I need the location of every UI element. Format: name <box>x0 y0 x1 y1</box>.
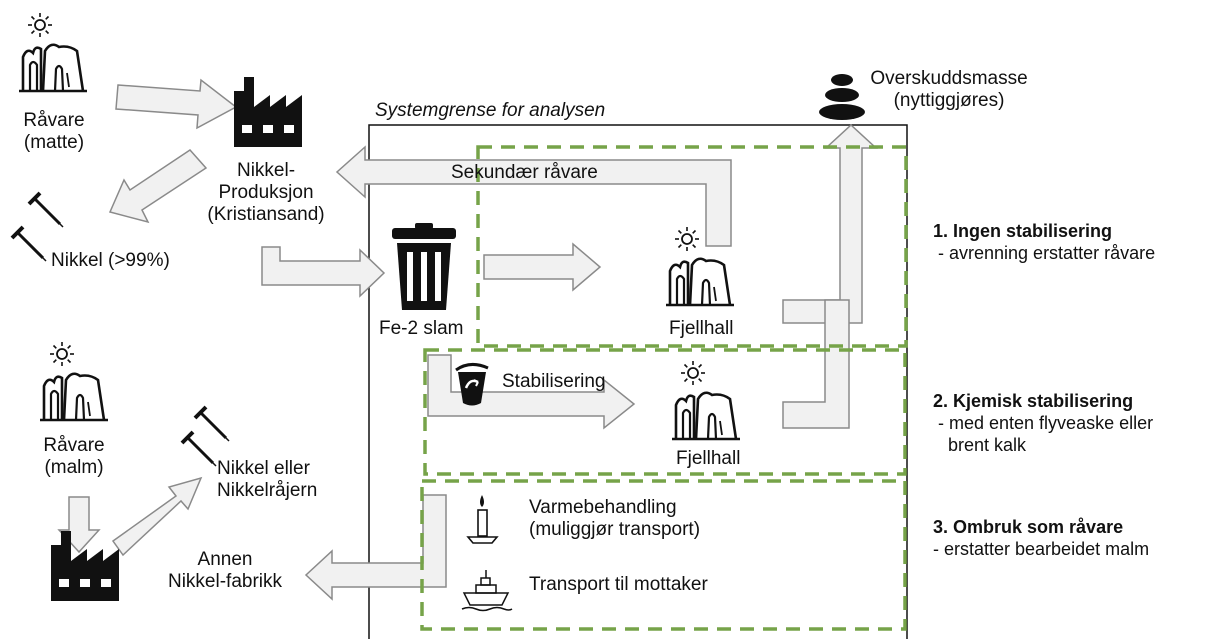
label-ravare-malm-line2: (malm) <box>44 457 104 478</box>
label-varmebehandling-line1: Varmebehandling <box>529 497 677 518</box>
label-ravare-malm-line1: Råvare <box>43 435 105 456</box>
rock-formation-icon <box>670 391 742 441</box>
scenario-2-desc-line1: - med enten flyveaske eller <box>933 413 1154 433</box>
sun-icon <box>27 12 53 38</box>
arrow-fjellhall2-merge <box>782 299 850 429</box>
ship-icon <box>461 570 513 612</box>
arrow-to-overskudd <box>782 123 878 324</box>
label-fe2-slam: Fe-2 slam <box>379 318 464 339</box>
label-nikkel-eller-line1: Nikkel eller <box>217 458 310 479</box>
label-nikkel-produksjon-line1: Nikkel- <box>236 160 296 181</box>
label-nikkel-eller: Nikkel eller Nikkelråjern <box>217 458 317 502</box>
scenario-1-desc: - avrenning erstatter råvare <box>933 243 1156 263</box>
label-ravare-matte-line2: (matte) <box>23 132 85 153</box>
scenario-3-title: 3. Ombruk som råvare <box>933 517 1124 537</box>
label-fjellhall-1: Fjellhall <box>669 318 734 339</box>
nail-icon <box>27 191 65 229</box>
label-nikkel-produksjon-line2: Produksjon <box>218 182 314 203</box>
arrow-sekundaer-ravare <box>335 145 732 247</box>
scenario-2-title: 2. Kjemisk stabilisering <box>933 391 1134 411</box>
factory-icon <box>234 77 302 147</box>
arrow-slam-to-fjellhall <box>483 242 602 292</box>
label-nikkel-produksjon-line3: (Kristiansand) <box>207 204 325 225</box>
trash-bin-icon <box>392 223 456 310</box>
label-overskuddsmasse-line2: (nyttiggjøres) <box>893 90 1005 111</box>
arrow-to-annen-fabrikk <box>304 494 447 601</box>
arrow-ravare-to-produksjon <box>115 78 238 130</box>
label-sekundaer-ravare: Sekundær råvare <box>451 162 598 183</box>
arrow-fabrikk-to-nikkel <box>111 476 203 557</box>
scenario-1-title: 1. Ingen stabilisering <box>933 221 1113 241</box>
sun-icon <box>49 341 75 367</box>
label-ravare-matte: Råvare (matte) <box>14 110 94 154</box>
sun-icon <box>680 360 706 386</box>
scenario-2-box <box>423 348 907 476</box>
sun-icon <box>674 226 700 252</box>
label-fjellhall-2: Fjellhall <box>676 448 741 469</box>
label-transport: Transport til mottaker <box>529 574 708 595</box>
rock-formation-icon <box>664 257 736 307</box>
rock-formation-icon <box>38 372 110 422</box>
arrow-produksjon-to-nikkel <box>108 149 208 224</box>
scenario-3-text: 3. Ombruk som råvare - erstatter bearbei… <box>933 516 1149 560</box>
nail-icon <box>10 225 48 263</box>
nail-icon <box>193 405 231 443</box>
chemical-bucket-icon <box>455 363 489 406</box>
stacked-stones-icon <box>819 74 865 120</box>
scenario-3-desc: - erstatter bearbeidet malm <box>933 539 1150 559</box>
arrow-to-stabilisering-fjellhall <box>427 354 636 430</box>
arrow-produksjon-to-slam <box>261 246 386 298</box>
label-ravare-malm: Råvare (malm) <box>34 435 114 479</box>
label-system-boundary: Systemgrense for analysen <box>375 100 606 121</box>
label-annen-line2: Nikkel-fabrikk <box>167 571 283 592</box>
scenario-3-box <box>420 479 907 631</box>
scenario-2-text: 2. Kjemisk stabilisering - med enten fly… <box>933 390 1153 456</box>
label-annen-line1: Annen <box>197 549 253 570</box>
label-ravare-matte-line1: Råvare <box>23 110 85 131</box>
scenario-1-text: 1. Ingen stabilisering - avrenning ersta… <box>933 220 1155 264</box>
scenario-1-box <box>476 145 908 348</box>
nail-icon <box>180 430 218 468</box>
label-varmebehandling-line2: (muliggjør transport) <box>529 519 701 540</box>
label-nikkel-produksjon: Nikkel- Produksjon (Kristiansand) <box>186 160 346 226</box>
label-nikkel-99: Nikkel (>99%) <box>51 250 170 271</box>
scenario-2-desc-line2: brent kalk <box>933 435 1027 455</box>
label-overskuddsmasse: Overskuddsmasse (nyttiggjøres) <box>858 68 1040 112</box>
rock-formation-icon <box>17 43 89 93</box>
label-stabilisering: Stabilisering <box>502 371 606 392</box>
label-annen-nikkel-fabrikk: Annen Nikkel-fabrikk <box>140 549 310 593</box>
label-nikkel-eller-line2: Nikkelråjern <box>217 480 318 501</box>
label-varmebehandling: Varmebehandling (muliggjør transport) <box>529 497 700 541</box>
system-boundary-box <box>368 124 908 639</box>
label-overskuddsmasse-line1: Overskuddsmasse <box>870 68 1028 89</box>
candle-icon <box>466 495 499 544</box>
